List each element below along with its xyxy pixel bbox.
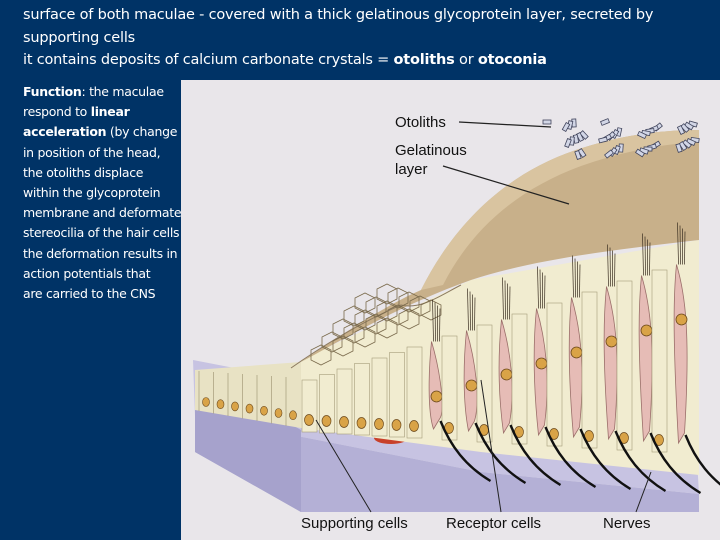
stereocilium [540, 270, 541, 309]
cell-nucleus [392, 420, 401, 431]
stereocilium [645, 237, 646, 276]
stereocilium [580, 265, 581, 298]
stereocilium [650, 243, 651, 276]
stereocilium [435, 303, 436, 342]
supporting-cell [652, 270, 667, 452]
side-cell-nucleus [203, 398, 210, 407]
function-line-3: acceleration (by change [23, 122, 188, 142]
or-word: or [455, 52, 478, 68]
stereocilium [510, 287, 511, 320]
cell-nucleus [322, 416, 331, 427]
function-line-7: membrane and deformate [23, 203, 188, 223]
stereocilium [505, 281, 506, 320]
cell-nucleus [676, 314, 687, 325]
supporting-cell [547, 303, 562, 446]
cell-nucleus [340, 417, 349, 428]
cell-nucleus [410, 421, 419, 432]
header-line-1: surface of both maculae - covered with a… [23, 4, 713, 27]
function-line-2-pre: respond to [23, 104, 91, 119]
cell-nucleus [375, 419, 384, 430]
supporting-cell [512, 314, 527, 444]
supporting-cell [582, 292, 597, 448]
function-line-2: respond to linear [23, 102, 188, 122]
label-gelatinous: Gelatinous [395, 142, 467, 159]
function-text: Function: the maculae respond to linear … [23, 82, 188, 304]
cell-nucleus [431, 391, 442, 402]
otolith-crystal [543, 120, 551, 124]
function-line-3-bold: acceleration [23, 124, 106, 139]
header-line-3-prefix: it contains deposits of calcium carbonat… [23, 52, 394, 68]
header-line-3: it contains deposits of calcium carbonat… [23, 49, 713, 72]
side-cell-nucleus [290, 411, 297, 420]
term-otoliths: otoliths [394, 52, 455, 68]
cell-nucleus [536, 358, 547, 369]
side-cell-nucleus [217, 400, 224, 409]
macula-diagram: Otoliths Gelatinous layer Supporting cel… [181, 80, 720, 540]
label-receptor-cells: Receptor cells [446, 515, 541, 532]
header-text: surface of both maculae - covered with a… [23, 4, 713, 72]
supporting-cell [617, 281, 632, 450]
cell-nucleus [606, 336, 617, 347]
side-cell-nucleus [275, 409, 282, 418]
function-line-10: action potentials that [23, 264, 188, 284]
stereocilium [475, 298, 476, 331]
function-line-4: in position of the head, [23, 143, 188, 163]
cell-nucleus [501, 369, 512, 380]
function-line-6: within the glycoprotein [23, 183, 188, 203]
label-supporting-cells: Supporting cells [301, 515, 408, 532]
function-title: Function [23, 84, 81, 99]
cell-nucleus [466, 380, 477, 391]
cell-nucleus [641, 325, 652, 336]
label-otoliths: Otoliths [395, 114, 446, 131]
stereocilium [440, 309, 441, 342]
function-line-3-rest: (by change [106, 124, 177, 139]
side-cell-nucleus [261, 406, 268, 415]
cell-nucleus [305, 415, 314, 426]
stereocilium [545, 276, 546, 309]
label-nerves: Nerves [603, 515, 651, 532]
side-cell-nucleus [246, 404, 253, 413]
side-cell-nucleus [232, 402, 239, 411]
function-line-1: Function: the maculae [23, 82, 188, 102]
cell-nucleus [571, 347, 582, 358]
stereocilium [610, 248, 611, 287]
stereocilium [470, 292, 471, 331]
header-line-2: supporting cells [23, 27, 713, 50]
function-line-9: the deformation results in [23, 244, 188, 264]
label-layer: layer [395, 161, 428, 178]
cell-nucleus [357, 418, 366, 429]
term-otoconia: otoconia [478, 52, 547, 68]
stereocilium [680, 226, 681, 265]
function-line-1-rest: : the maculae [81, 84, 163, 99]
stereocilium [615, 254, 616, 287]
function-line-2-bold: linear [91, 104, 130, 119]
function-line-11: are carried to the CNS [23, 284, 188, 304]
function-line-8: stereocilia of the hair cells [23, 223, 188, 243]
function-line-5: the otoliths displace [23, 163, 188, 183]
stereocilium [575, 259, 576, 298]
stereocilium [685, 232, 686, 265]
